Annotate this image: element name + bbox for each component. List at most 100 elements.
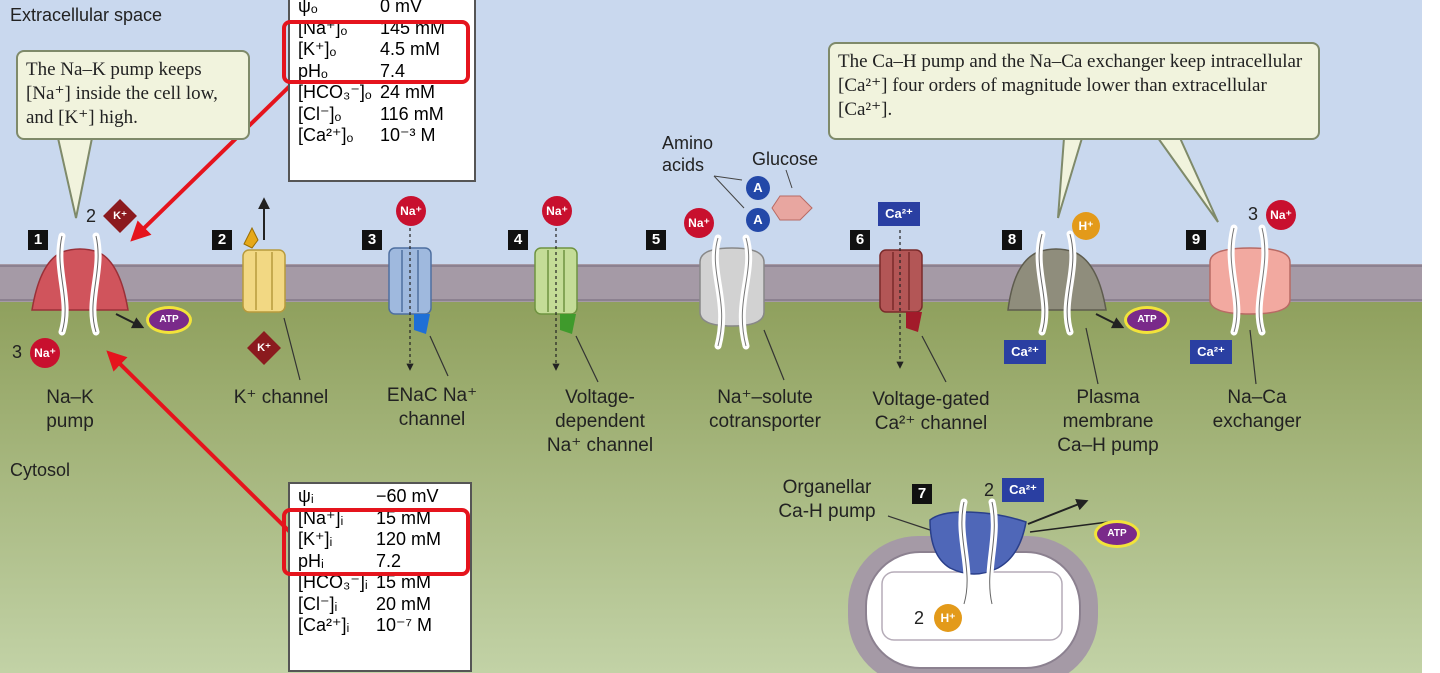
coefficient-h-2: 2 bbox=[914, 608, 925, 628]
ca-ion-icon: Ca²⁺ bbox=[878, 202, 920, 226]
atp-icon: ATP bbox=[1124, 306, 1170, 334]
na-ca-exchanger-icon bbox=[1209, 224, 1291, 336]
plasma-membrane-ca-h-pump-icon bbox=[1007, 230, 1125, 336]
ext-value-cl: 116 mM bbox=[380, 103, 444, 124]
label-amino-acids: Amino acids bbox=[662, 133, 714, 175]
ext-label-psi: ψₒ bbox=[298, 0, 318, 16]
number-badge-2: 2 bbox=[212, 230, 232, 250]
coefficient-na-3-exchanger: 3 bbox=[1248, 204, 1259, 224]
glucose-icon bbox=[771, 195, 813, 221]
ext-row-ca: [Ca²⁺]ₒ 10⁻³ M bbox=[298, 125, 466, 147]
int-row-psi: ψᵢ −60 mV bbox=[298, 486, 462, 508]
ca-ion-icon: Ca²⁺ bbox=[1004, 340, 1046, 364]
coefficient-na-3: 3 bbox=[12, 342, 23, 362]
na-ion-icon: Na⁺ bbox=[396, 196, 426, 226]
ext-value-k: 4.5 mM bbox=[380, 39, 441, 59]
enac-channel-icon bbox=[388, 228, 432, 371]
label-na-solute-cotransporter: Na⁺–solute cotransporter bbox=[709, 387, 821, 432]
cytosol-region bbox=[0, 300, 1422, 673]
ext-label-hco3: [HCO₃⁻]ₒ bbox=[298, 82, 372, 102]
ca-ion-icon: Ca²⁺ bbox=[1002, 478, 1044, 502]
k-ion-icon: K⁺ bbox=[247, 331, 281, 365]
int-value-ca: 10⁻⁷ M bbox=[376, 615, 433, 635]
ext-value-ph: 7.4 bbox=[380, 60, 406, 81]
int-row-ca: [Ca²⁺]ᵢ 10⁻⁷ M bbox=[298, 615, 462, 637]
organellar-ca-h-pump-icon bbox=[929, 498, 1109, 608]
ext-label-cl: [Cl⁻]ₒ bbox=[298, 103, 342, 124]
h-ion-icon: H⁺ bbox=[934, 604, 962, 632]
label-leaders bbox=[283, 317, 1257, 531]
na-ion-icon: Na⁺ bbox=[30, 338, 60, 368]
int-label-ph: pHᵢ bbox=[298, 550, 324, 571]
int-value-cl: 20 mM bbox=[376, 593, 432, 614]
label-glucose: Glucose bbox=[752, 149, 819, 169]
label-plasma-membrane-ca-h-pump: Plasma membrane Ca–H pump bbox=[1057, 387, 1159, 456]
ext-label-ca: [Ca²⁺]ₒ bbox=[298, 125, 354, 145]
label-voltage-gated-ca-channel: Voltage-gated Ca²⁺ channel bbox=[872, 389, 990, 434]
na-ion-icon: Na⁺ bbox=[684, 208, 714, 238]
int-label-k: [K⁺]ᵢ bbox=[298, 529, 333, 549]
coefficient-k-2: 2 bbox=[86, 206, 97, 226]
int-row-k: [K⁺]ᵢ 120 mM bbox=[298, 529, 462, 551]
amino-acid-icon: A bbox=[746, 208, 770, 232]
ext-value-ca: 10⁻³ M bbox=[380, 125, 436, 145]
int-row-hco3: [HCO₃⁻]ᵢ 15 mM bbox=[298, 572, 462, 594]
highlight-arrow-extracellular bbox=[130, 76, 300, 242]
ext-label-ph: pHₒ bbox=[298, 60, 328, 81]
ext-value-psi: 0 mV bbox=[380, 0, 423, 16]
int-row-ph: pHᵢ 7.2 bbox=[298, 551, 462, 573]
label-organellar-ca-h-pump: Organellar Ca-H pump bbox=[778, 477, 876, 522]
number-badge-7: 7 bbox=[912, 484, 932, 504]
na-k-callout: The Na–K pump keeps [Na⁺] inside the cel… bbox=[16, 50, 250, 140]
ext-row-hco3: [HCO₃⁻]ₒ 24 mM bbox=[298, 82, 466, 104]
label-enac-channel: ENaC Na⁺ channel bbox=[386, 385, 478, 430]
extracellular-label: Extracellular space bbox=[10, 5, 163, 25]
int-value-psi: −60 mV bbox=[376, 486, 439, 506]
k-ion-icon: K⁺ bbox=[103, 199, 137, 233]
na-k-pump-icon bbox=[31, 232, 145, 336]
int-label-psi: ψᵢ bbox=[298, 486, 314, 506]
cytosol-label: Cytosol bbox=[10, 460, 71, 480]
label-k-channel: K⁺ channel bbox=[233, 387, 329, 408]
number-badge-4: 4 bbox=[508, 230, 528, 250]
label-na-k-pump: Na–K pump bbox=[46, 387, 94, 432]
number-badge-5: 5 bbox=[646, 230, 666, 250]
number-badge-9: 9 bbox=[1186, 230, 1206, 250]
ca-callout: The Ca–H pump and the Na–Ca exchanger ke… bbox=[828, 42, 1320, 140]
na-solute-cotransporter-icon bbox=[699, 169, 813, 350]
ext-label-k: [K⁺]ₒ bbox=[298, 39, 337, 59]
intracellular-highlight-box bbox=[282, 508, 470, 576]
label-na-ca-exchanger: Na–Ca exchanger bbox=[1212, 387, 1302, 432]
h-ion-icon: H⁺ bbox=[1072, 212, 1100, 240]
number-badge-8: 8 bbox=[1002, 230, 1022, 250]
coefficient-ca-2: 2 bbox=[984, 480, 995, 500]
na-ion-icon: Na⁺ bbox=[1266, 200, 1296, 230]
amino-acid-icon: A bbox=[746, 176, 770, 200]
int-label-na: [Na⁺]ᵢ bbox=[298, 507, 344, 528]
atp-icon: ATP bbox=[146, 306, 192, 334]
int-value-ph: 7.2 bbox=[376, 550, 402, 571]
ext-row-psi: ψₒ 0 mV bbox=[298, 0, 466, 18]
ca-ion-icon: Ca²⁺ bbox=[1190, 340, 1232, 364]
extracellular-highlight-box bbox=[282, 20, 470, 84]
ext-row-cl: [Cl⁻]ₒ 116 mM bbox=[298, 104, 466, 126]
na-ion-icon: Na⁺ bbox=[542, 196, 572, 226]
atp-icon: ATP bbox=[1094, 520, 1140, 548]
int-value-na: 15 mM bbox=[376, 507, 432, 528]
int-label-ca: [Ca²⁺]ᵢ bbox=[298, 615, 350, 635]
voltage-dependent-na-channel-icon bbox=[534, 228, 578, 371]
int-value-hco3: 15 mM bbox=[376, 572, 432, 592]
number-badge-1: 1 bbox=[28, 230, 48, 250]
k-channel-icon bbox=[242, 197, 286, 313]
int-value-k: 120 mM bbox=[376, 529, 442, 549]
number-badge-3: 3 bbox=[362, 230, 382, 250]
label-voltage-dependent-na-channel: Voltage- dependent Na⁺ channel bbox=[546, 387, 654, 456]
ext-row-ph: pHₒ 7.4 bbox=[298, 61, 466, 83]
highlight-arrow-intracellular bbox=[106, 350, 296, 538]
number-badge-6: 6 bbox=[850, 230, 870, 250]
ext-value-hco3: 24 mM bbox=[380, 82, 436, 102]
int-label-hco3: [HCO₃⁻]ᵢ bbox=[298, 572, 368, 592]
